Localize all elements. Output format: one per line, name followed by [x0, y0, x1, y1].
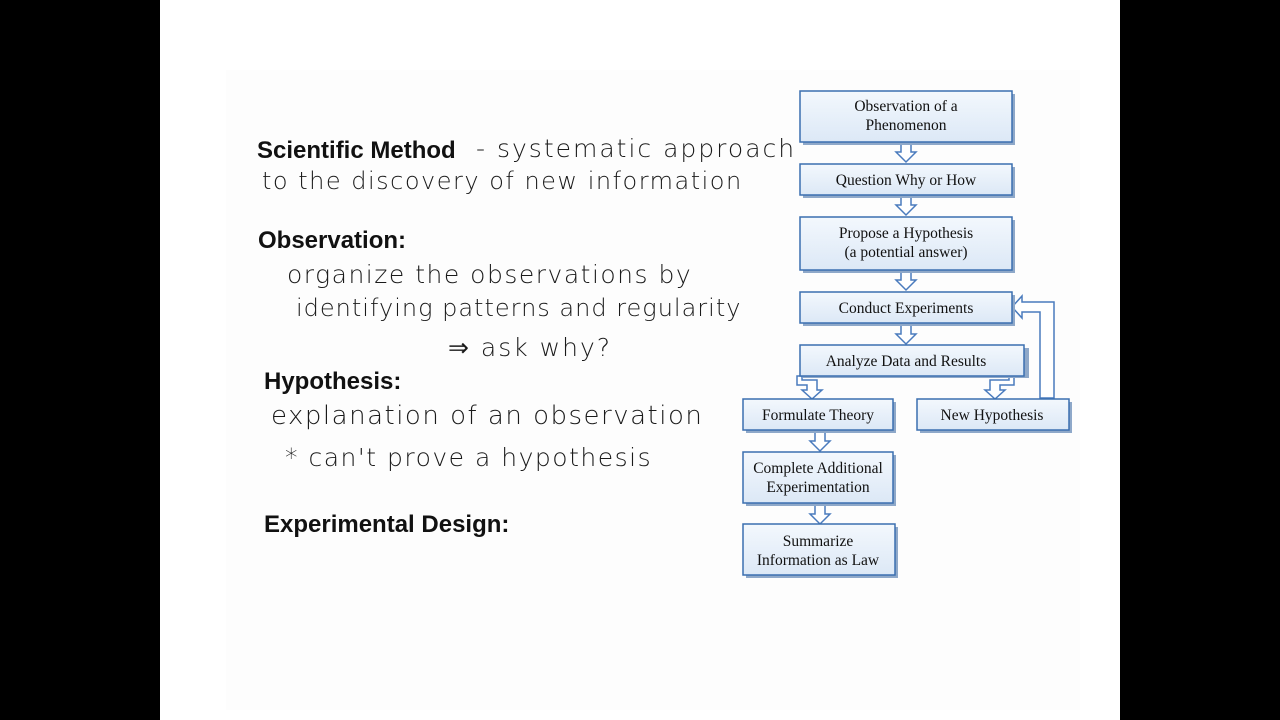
heading-scientific-method: Scientific Method	[257, 137, 456, 164]
note-observation-2: identifying patterns and regularity	[296, 294, 742, 322]
note-scientific-method-2: to the discovery of new information	[262, 167, 743, 195]
heading-hypothesis: Hypothesis:	[264, 368, 402, 395]
slide	[160, 0, 1120, 720]
note-observation-1: organize the observations by	[287, 260, 693, 289]
note-observation-3: ⇒ ask why?	[448, 333, 613, 362]
heading-experimental-design: Experimental Design:	[264, 511, 510, 538]
note-hypothesis-2: * can't prove a hypothesis	[285, 443, 653, 472]
note-scientific-method-1: - systematic approach	[476, 134, 797, 163]
note-hypothesis-1: explanation of an observation	[271, 401, 704, 431]
heading-observation: Observation:	[258, 227, 407, 254]
